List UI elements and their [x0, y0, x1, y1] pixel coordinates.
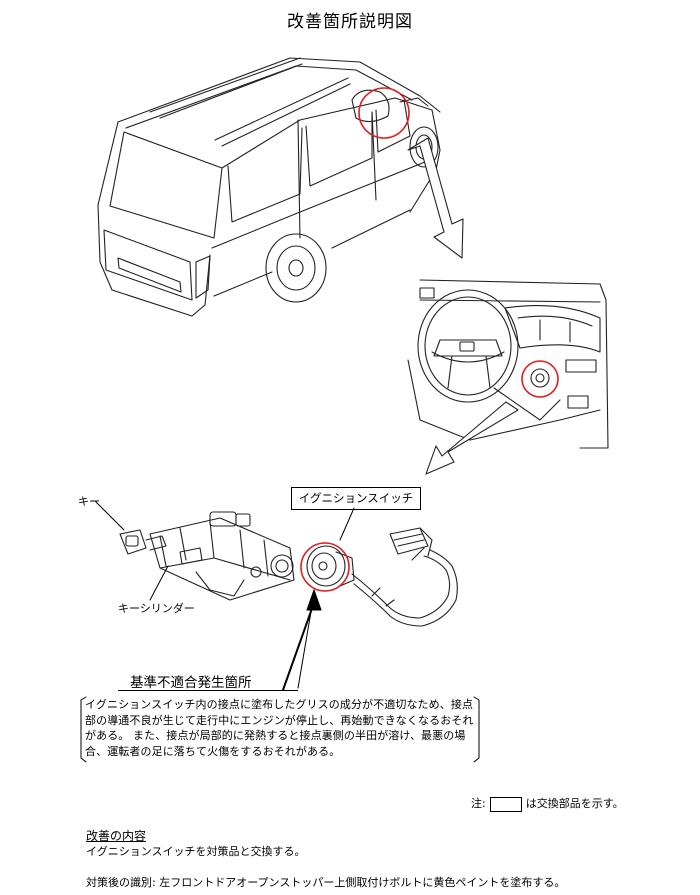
key-cylinder-label: キーシリンダー — [118, 602, 195, 615]
key-illustration — [119, 529, 167, 555]
replacement-part-swatch — [489, 796, 522, 812]
van-highlight-circle — [358, 87, 410, 139]
ignition-switch-illustration — [306, 527, 458, 627]
switch-highlight-circle — [300, 542, 350, 592]
defect-location-label: 基準不適合発生箇所 — [130, 675, 252, 691]
key-label: キー — [78, 495, 100, 508]
dash-ignition-part — [530, 368, 550, 388]
page-title: 改善箇所説明図 — [287, 12, 413, 32]
callout-pointer-line — [282, 599, 316, 691]
key-cylinder-illustration — [149, 511, 295, 601]
dashboard-illustration — [407, 279, 609, 449]
dash-highlight-circle — [521, 360, 559, 398]
note-suffix: は交換部品を示す。 — [525, 797, 624, 810]
defect-label-underline — [118, 690, 298, 691]
arrow-dash-to-parts — [425, 401, 519, 475]
defect-description: イグニションスイッチ内の接点に塗布したグリスの成分が不適切なため、接点部の導通不… — [85, 698, 474, 758]
ignition-switch-label: イグニションスイッチ — [291, 487, 421, 510]
identification-text: 対策後の識別: 左フロントドアオープンストッパー上側取付けボルトに黄色ペイントを… — [86, 876, 566, 889]
improvement-body: イグニションスイッチを対策品と交換する。 — [86, 845, 306, 858]
improvement-heading: 改善の内容 — [86, 829, 147, 843]
replacement-part-note: 注: は交換部品を示す。 — [471, 795, 624, 812]
description-bracket — [80, 696, 480, 763]
minivan-illustration — [97, 57, 441, 317]
note-prefix: 注: — [471, 797, 486, 810]
defect-description-box: イグニションスイッチ内の接点に塗布したグリスの成分が不適切なため、接点部の導通不… — [77, 695, 482, 763]
arrow-van-to-dash — [407, 137, 464, 259]
